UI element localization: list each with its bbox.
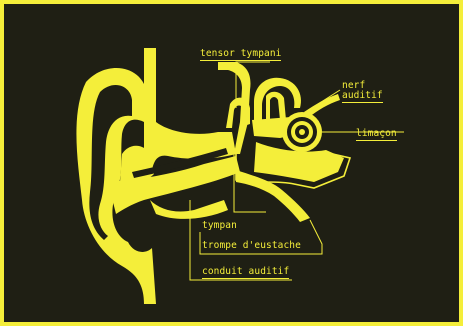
label-trompe: trompe d'eustache — [202, 240, 301, 251]
pinna-lower-curve — [150, 200, 228, 219]
label-auditif: auditif — [342, 90, 383, 103]
label-conduit: conduit auditif — [202, 266, 289, 279]
diagram-panel: tensor tympani nerf auditif limaçon tymp… — [4, 4, 459, 322]
auditory-nerve-shape — [304, 94, 340, 118]
ossicles-shape — [226, 98, 250, 128]
label-tensor-tympani: tensor tympani — [200, 48, 281, 61]
semicircular-canal-inner — [266, 92, 286, 120]
cochlea-center — [299, 129, 305, 135]
label-limacon: limaçon — [356, 128, 397, 141]
label-tympan: tympan — [202, 220, 237, 231]
